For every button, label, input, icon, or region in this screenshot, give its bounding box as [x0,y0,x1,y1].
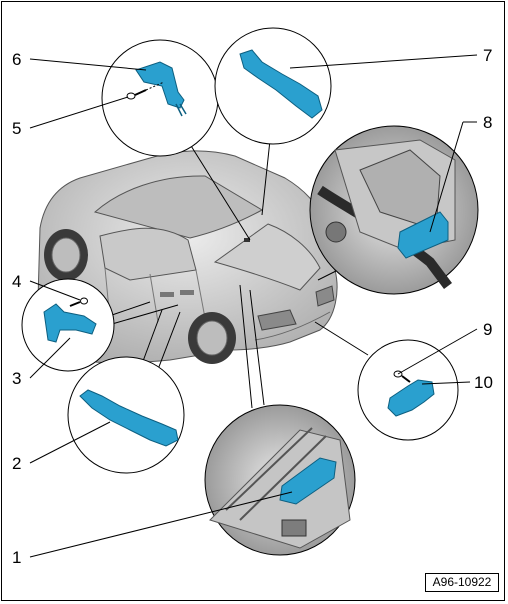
callout-7: 7 [483,46,492,65]
car-rear-window [93,175,264,239]
car-trunk-lid [213,223,321,291]
callout-line-4 [29,280,81,301]
part-7-rear-handle-bracket [239,49,323,119]
part-6-bracket [135,61,185,109]
part-5-screw [126,81,165,100]
callout-line-2 [29,421,111,464]
callout-8: 8 [483,113,492,132]
callout-2: 2 [12,454,21,473]
detail-circle-8 [309,125,479,295]
part-4-screw [69,297,88,307]
part-3-bracket [43,303,97,343]
detail-circle-9-10 [357,339,459,441]
callout-line-3 [29,337,71,379]
car-rear-wheel [188,312,236,364]
callout-lines [29,54,478,558]
car-illustration [37,150,338,364]
callout-line-8b [429,121,464,233]
detail-circle-2 [67,356,185,474]
callout-numbers: 1 2 3 4 5 6 7 8 9 10 [12,46,493,567]
detail-circle-5-6 [101,39,219,157]
callout-line-1 [29,491,293,558]
callout-3: 3 [12,369,21,388]
callout-4: 4 [12,272,21,291]
detail-circle-1 [204,404,356,556]
part-2-front-handle-bracket [79,389,179,447]
callout-10: 10 [474,373,493,392]
callout-6: 6 [12,50,21,69]
detail-circle-3-4 [21,278,115,372]
car-tail-light-left [257,309,297,331]
part-1-control-unit [279,457,337,505]
callout-1: 1 [12,548,21,567]
detail-circle-7 [214,27,332,145]
callout-line-7 [289,54,478,69]
car-front-wheel [44,229,88,281]
callout-line-9 [397,328,478,375]
callout-line-5 [29,96,129,129]
callout-line-10 [421,381,471,385]
part-10-bracket [387,379,435,417]
car-tail-light-right [315,285,335,307]
callout-5: 5 [12,119,21,138]
reference-code-label: A96-10922 [425,573,499,592]
part-8-control-module [397,211,449,259]
car-side-windows [99,227,197,281]
callout-9: 9 [483,320,492,339]
callout-line-6 [29,58,147,71]
